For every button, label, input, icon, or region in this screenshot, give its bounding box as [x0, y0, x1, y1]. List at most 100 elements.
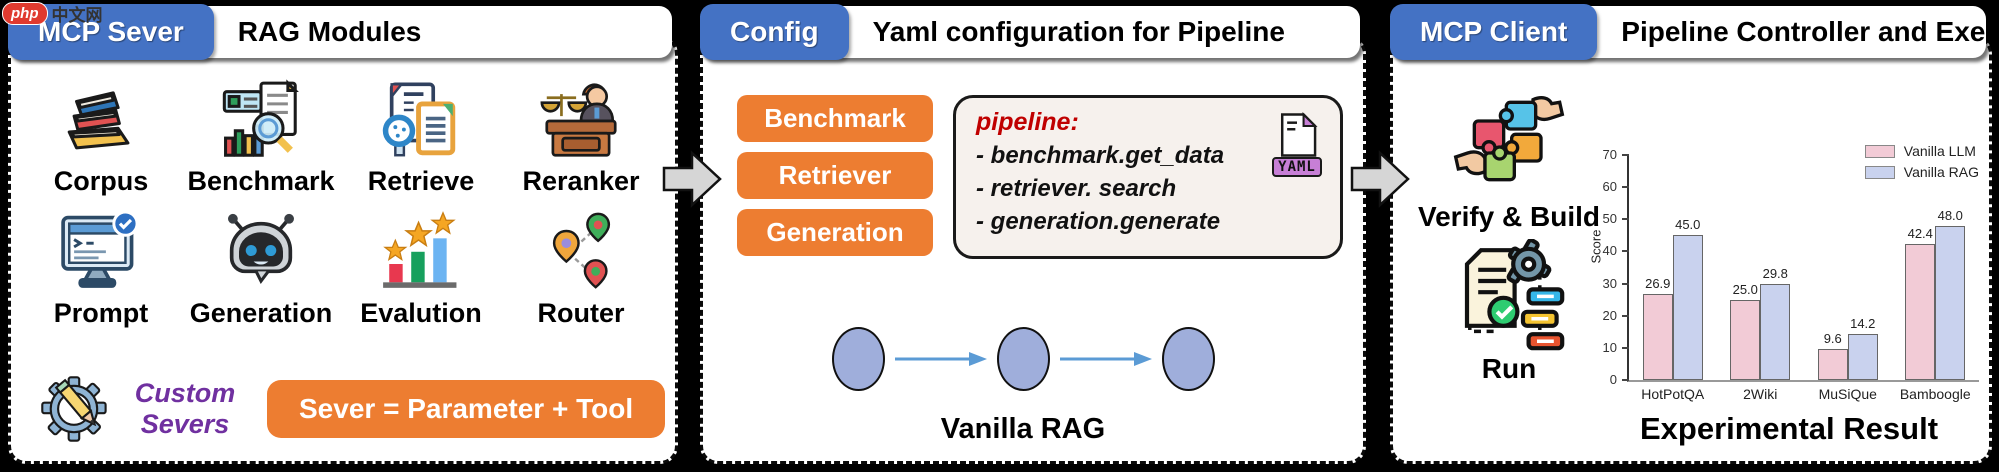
bar-vanilla-rag-2wiki: [1760, 284, 1791, 380]
bar-vanilla-llm-hotpotqa: [1642, 293, 1673, 380]
mcp-client-header: MCP Client Pipeline Controller and Execu…: [1390, 4, 1999, 60]
y-tick-mark: [1622, 218, 1629, 221]
y-tick-label: 20: [1602, 307, 1617, 323]
puzzle-hands-icon: [1453, 96, 1565, 182]
config-button-retriever: Retriever: [737, 152, 933, 199]
custom-servers: Custom Severs: [37, 371, 249, 447]
bar-value-label: 26.9: [1645, 275, 1671, 291]
bar-vanilla-rag-musique: [1847, 334, 1878, 380]
module-label: Router: [537, 298, 625, 328]
mcp-server-panel-body: Corpus: [8, 36, 678, 464]
config-panel: Benchmark Retriever Generation pipeline:…: [700, 4, 1366, 464]
flow-arrow-icon: [894, 352, 987, 366]
legend-swatch: [1864, 144, 1895, 158]
judge-icon: [540, 83, 617, 157]
rag-modules-grid: Corpus: [21, 77, 661, 329]
module-router: Router: [501, 209, 661, 329]
yaml-document-icon: [1280, 112, 1318, 157]
y-tick-mark: [1622, 282, 1629, 285]
x-tick-label: Bamboogle: [1899, 386, 1971, 402]
bar-value-label: 25.0: [1732, 281, 1758, 297]
bar-value-label: 14.2: [1850, 316, 1876, 332]
php-logo: php: [2, 2, 48, 25]
module-label: Benchmark: [187, 166, 335, 196]
ranking-bars-stars-icon: [383, 211, 457, 288]
config-module-buttons: Benchmark Retriever Generation: [737, 95, 933, 259]
module-label: Retrieve: [367, 166, 475, 196]
y-tick-mark: [1622, 186, 1629, 189]
mcp-client-title: Pipeline Controller and Executor: [1621, 16, 1999, 47]
flow-arrow-icon: [1059, 352, 1152, 366]
bar-value-label: 29.8: [1762, 266, 1788, 282]
mcp-client-panel: Verify & Build: [1390, 4, 1999, 464]
x-tick-label: MuSiQue: [1818, 386, 1877, 402]
watermark-text: 中文网: [51, 6, 103, 25]
mcp-client-panel-body: Verify & Build: [1390, 36, 1992, 464]
map-pins-icon: [552, 212, 611, 289]
document-magnifier-icon: [382, 82, 456, 157]
flow-node: [831, 327, 885, 391]
config-title: Yaml configuration for Pipeline: [872, 16, 1285, 47]
client-actions-column: Verify & Build: [1405, 91, 1613, 389]
legend-row: Vanilla RAG: [1864, 164, 1979, 180]
config-tab: Config: [700, 4, 849, 60]
verify-build-label: Verify & Build: [1417, 201, 1601, 232]
y-tick-label: 50: [1602, 211, 1617, 227]
config-header: Config Yaml configuration for Pipeline: [700, 4, 1360, 60]
config-button-benchmark: Benchmark: [737, 95, 933, 142]
yaml-badge: YAML: [1272, 157, 1322, 177]
custom-servers-label: Custom Severs: [134, 377, 236, 439]
y-tick-label: 10: [1602, 339, 1617, 355]
pipeline-code-line: - generation.generate: [976, 208, 1221, 236]
module-label: Evalution: [360, 298, 482, 328]
module-prompt: Prompt: [21, 209, 181, 329]
module-label: Prompt: [53, 298, 149, 328]
bar-value-label: 9.6: [1823, 331, 1842, 347]
y-tick-mark: [1622, 154, 1629, 156]
flow-node: [1161, 327, 1215, 391]
bar-vanilla-rag-bamboogle: [1935, 225, 1966, 380]
bar-vanilla-llm-musique: [1817, 349, 1848, 380]
mcp-server-tab: MCP Sever: [8, 4, 214, 60]
y-tick-label: 40: [1602, 243, 1617, 259]
mcp-server-title: RAG Modules: [237, 16, 422, 47]
y-tick-mark: [1622, 314, 1629, 317]
module-reranker: Reranker: [501, 77, 661, 197]
server-footer: Custom Severs Sever = Parameter + Tool: [37, 371, 666, 447]
bar-vanilla-llm-2wiki: [1730, 299, 1761, 380]
y-tick-mark: [1622, 379, 1629, 381]
y-tick-label: 70: [1602, 147, 1617, 162]
legend-swatch: [1864, 165, 1895, 179]
gear-pencil-icon: [41, 376, 107, 442]
document-gear-flowchart-icon: [1464, 239, 1565, 351]
bar-value-label: 45.0: [1675, 217, 1701, 233]
legend-label: Vanilla LLM: [1903, 143, 1976, 159]
flow-node: [996, 327, 1050, 391]
terminal-monitor-icon: [61, 210, 139, 288]
pipeline-yaml-box: pipeline: - benchmark.get_data - retriev…: [953, 95, 1343, 259]
pipeline-code-line: - retriever. search: [976, 175, 1177, 203]
y-tick-label: 30: [1602, 275, 1617, 291]
y-tick-mark: [1622, 250, 1629, 253]
mcp-client-tab: MCP Client: [1390, 4, 1598, 60]
chart-caption: Experimental Result: [1639, 411, 1939, 446]
robot-icon: [228, 213, 294, 285]
legend-label: Vanilla RAG: [1903, 164, 1979, 180]
yaml-file-icon: YAML: [1266, 112, 1328, 177]
module-generation: Generation: [181, 209, 341, 329]
mcp-server-panel: Corpus: [8, 4, 678, 464]
module-label: Reranker: [522, 166, 640, 196]
module-benchmark: Benchmark: [181, 77, 341, 197]
mcp-server-header: MCP Sever RAG Modules: [8, 4, 672, 60]
legend-row: Vanilla LLM: [1864, 143, 1979, 159]
module-label: Corpus: [53, 166, 149, 196]
module-retrieve: Retrieve: [341, 77, 501, 197]
bar-vanilla-rag-hotpotqa: [1672, 235, 1703, 380]
x-tick-label: 2Wiki: [1743, 386, 1778, 402]
panel-flow-arrow-icon: [1350, 150, 1410, 208]
bar-value-label: 48.0: [1937, 207, 1963, 223]
panel-flow-arrow-icon: [662, 150, 722, 208]
